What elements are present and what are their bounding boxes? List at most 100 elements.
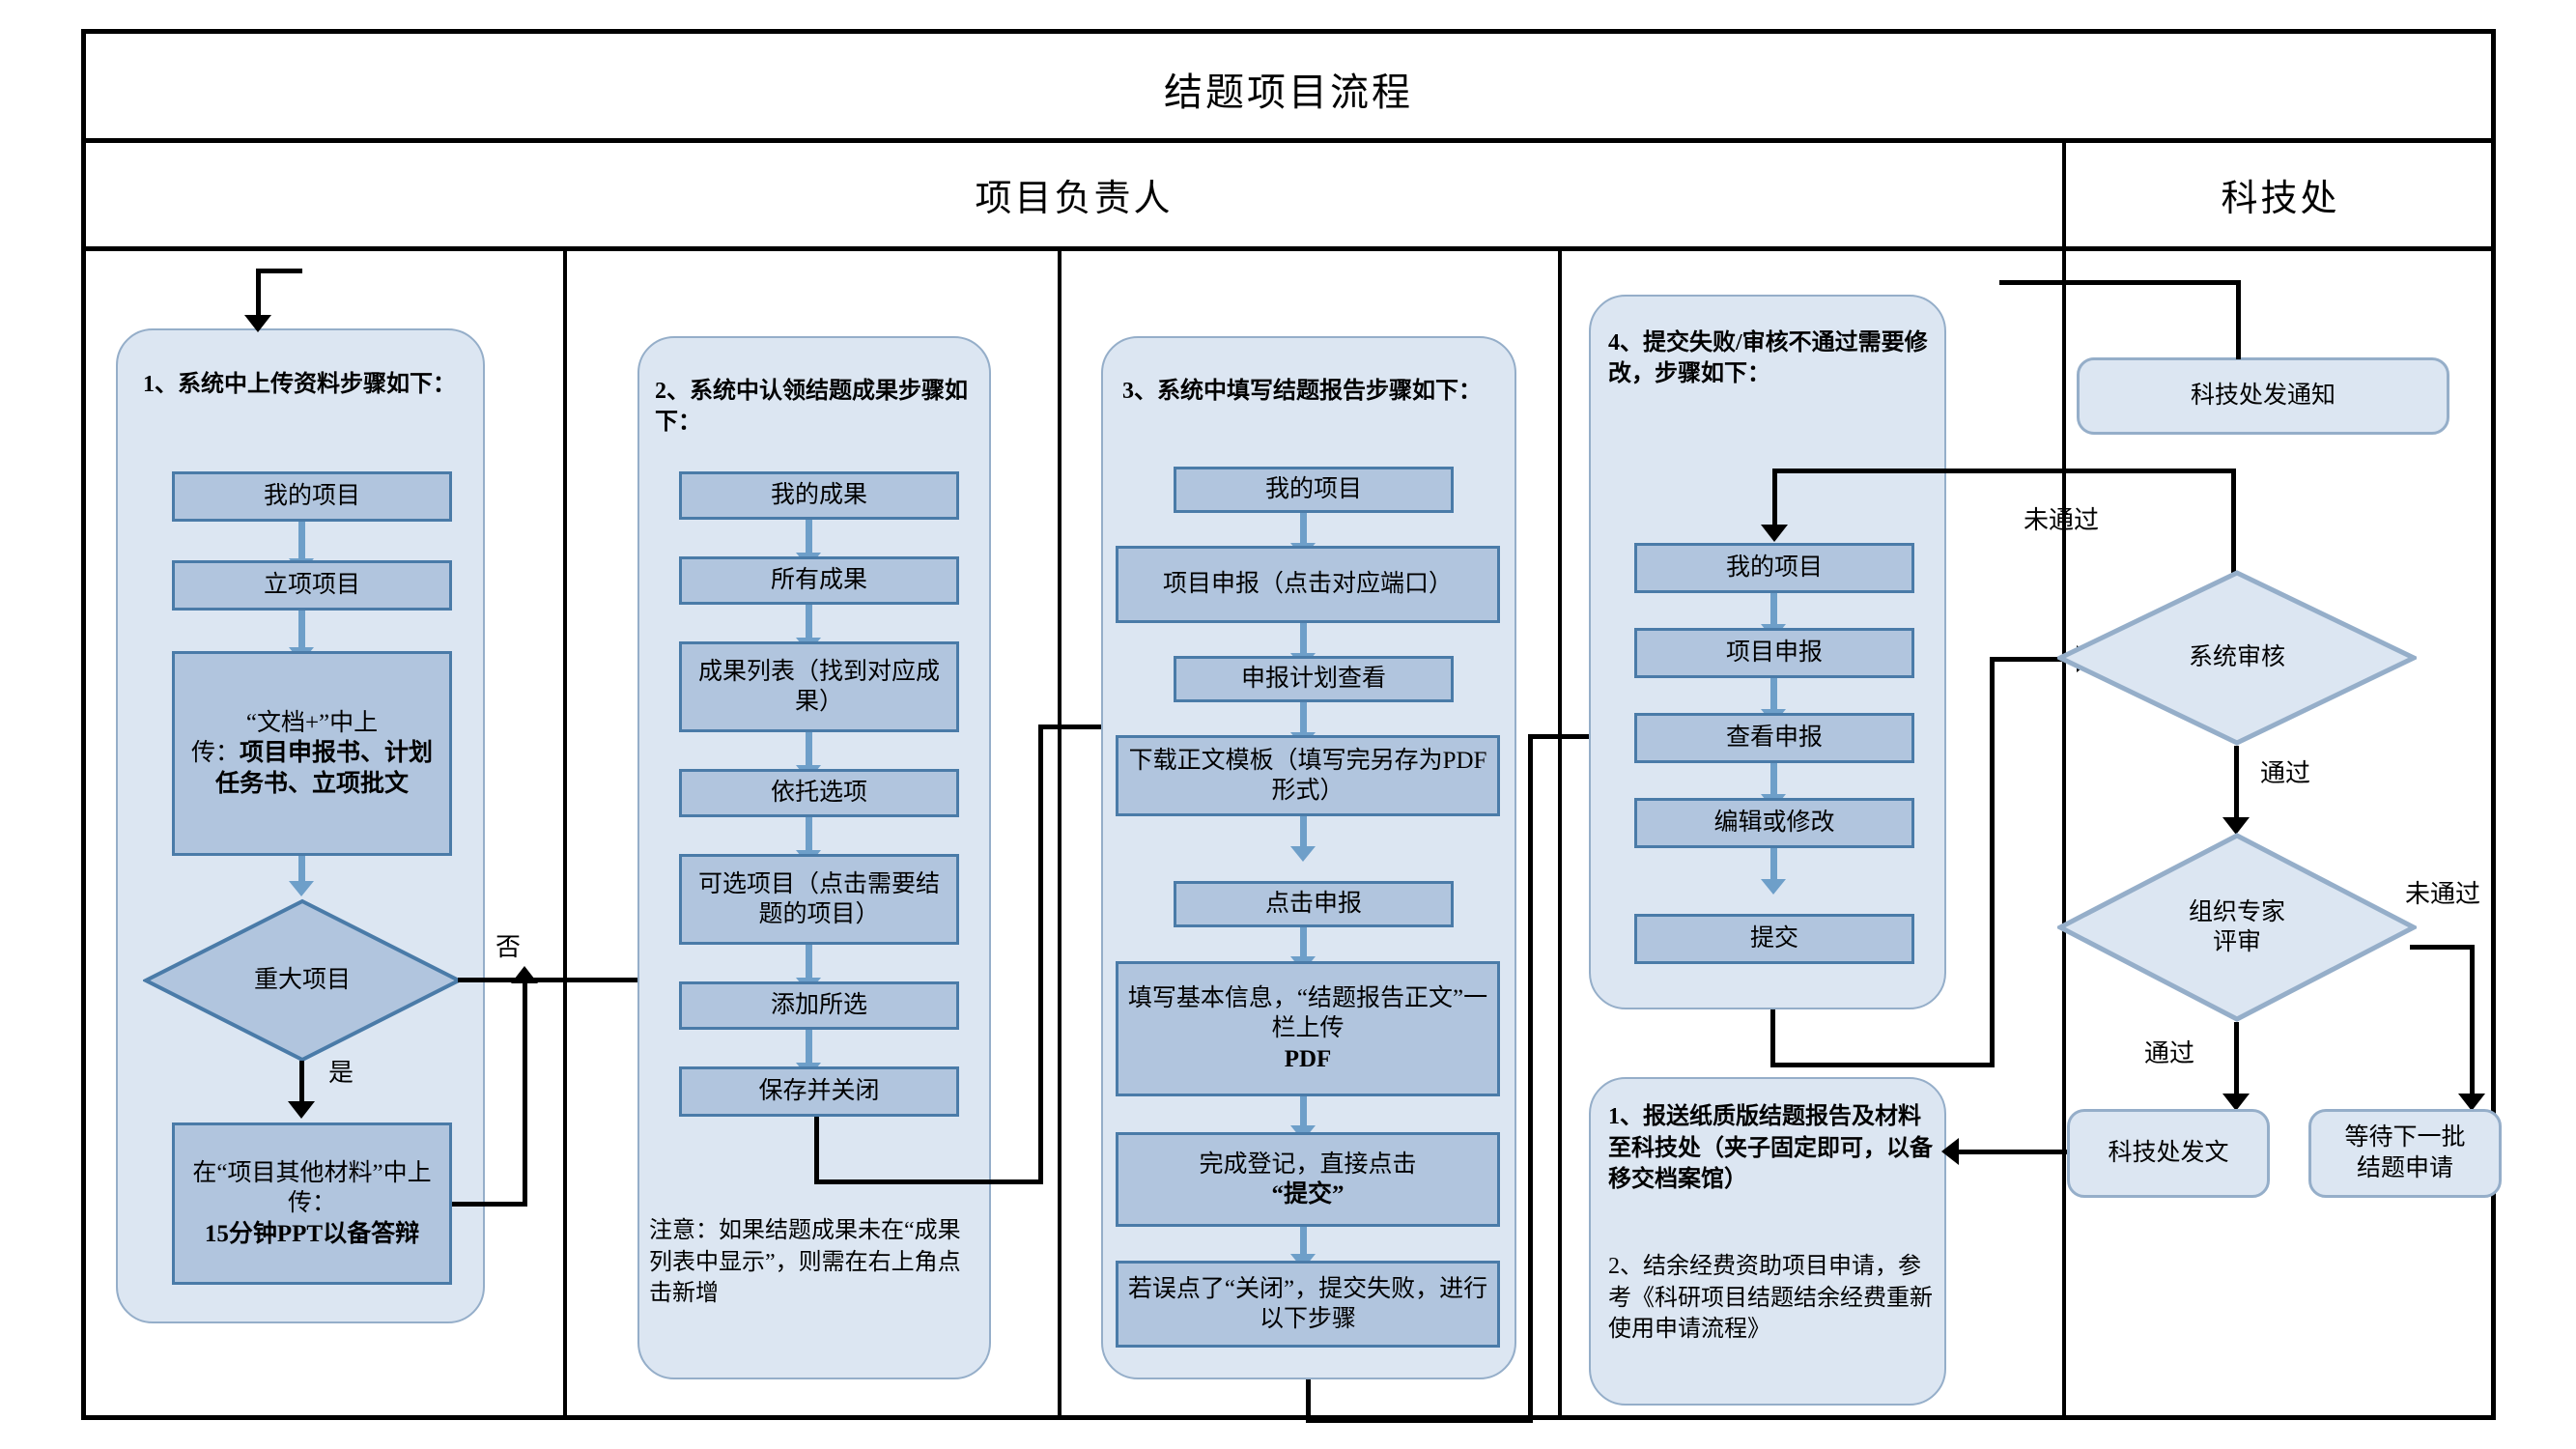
g3-done-box[interactable]: 完成登记，直接点击 “提交” [1116,1132,1500,1227]
g3-fill-bold: PDF [1284,1045,1332,1072]
g2-conn-2 [806,605,812,639]
g2-exit-h1 [814,1179,1043,1184]
g1-upload-plain2: 传： [190,740,240,767]
chart-title-text: 结题项目流程 [1164,70,1413,114]
g4-conn-4 [1770,848,1777,881]
g2-step-box-5[interactable]: 可选项目（点击需要结题的项目） [679,854,959,945]
g4-step-box-4[interactable]: 编辑或修改 [1634,798,1914,848]
notice-box[interactable]: 科技处发通知 [2077,357,2449,435]
g4-conn-2 [1770,678,1777,711]
g3-conn-5 [1300,927,1307,958]
g4-exit-h2 [1990,657,2081,662]
group-5-note-1: 1、报送纸质版结题报告及材料至科技处（夹子固定即可，以备移交档案馆） [1608,1104,1933,1193]
system-pass-arrow [2222,817,2250,835]
g3-exit-v [1306,1379,1311,1423]
g2-exit-v2 [1038,724,1043,1184]
g1-upload-plain: “文档+”中上 [245,710,379,737]
chart-title: 结题项目流程 [86,34,2491,143]
label-expert-pass: 通过 [2144,1039,2195,1067]
g1-final-bold: 15分钟PPT以备答辩 [204,1220,420,1247]
label-system-pass: 通过 [2260,759,2311,787]
g1-loop-h [452,1202,527,1207]
g4-exit-v [1770,1009,1775,1067]
g1-step-box-1[interactable]: 我的项目 [172,471,452,522]
wait-box-label-1: 等待下一批 [2344,1123,2466,1151]
g4-step-2-label: 项目申报 [1725,639,1823,667]
entry-line-h [256,269,302,273]
system-pass-v [2234,746,2239,823]
divider-col-3-4 [1558,246,1562,1415]
g2-step-box-3[interactable]: 成果列表（找到对应成果） [679,641,959,732]
g3-exit-h2 [1528,734,1611,739]
g4-step-box-1[interactable]: 我的项目 [1634,543,1914,593]
label-system-fail: 未通过 [2024,506,2100,534]
g1-no-label: 否 [495,933,522,961]
g4-conn-3 [1770,763,1777,796]
group-4-heading: 4、提交失败/审核不通过需要修改，步骤如下： [1608,330,1928,386]
entry-line-v [256,269,261,317]
g2-step-box-1[interactable]: 我的成果 [679,471,959,520]
g2-step-box-2[interactable]: 所有成果 [679,556,959,605]
g3-step-box-3[interactable]: 申报计划查看 [1174,656,1454,702]
divider-title-bottom [86,138,2491,143]
g1-step-box-2[interactable]: 立项项目 [172,560,452,611]
g3-arrow-4 [1290,846,1316,862]
expert-fail-arrow [2458,1094,2485,1111]
g1-yes-arrow [288,1101,315,1119]
g1-conn-1 [298,522,305,560]
g1-upload-box[interactable]: “文档+”中上 传：项目申报书、计划任务书、立项批文 [172,651,452,856]
g2-step-box-7[interactable]: 保存并关闭 [679,1066,959,1117]
g4-step-box-2[interactable]: 项目申报 [1634,628,1914,678]
g3-step-box-2[interactable]: 项目申报（点击对应端口） [1116,546,1500,623]
expert-fail-v [2470,945,2475,1099]
group-3-heading: 3、系统中填写结题报告步骤如下： [1122,379,1482,404]
g3-fill-box[interactable]: 填写基本信息，“结题报告正文”一栏上传 PDF [1116,961,1500,1096]
g1-decision-diamond[interactable]: 重大项目 [143,898,462,1063]
g2-step-3-label: 成果列表（找到对应成果） [697,658,940,715]
g3-conn-6 [1300,1096,1307,1127]
g3-exit-h [1306,1418,1533,1423]
system-review-diamond[interactable]: 系统审核 [2057,570,2417,746]
g1-step-2-label: 立项项目 [263,572,360,599]
g2-step-box-4[interactable]: 依托选项 [679,769,959,817]
g4-step-box-5[interactable]: 提交 [1634,914,1914,964]
g2-exit-h2 [1038,724,1135,729]
g3-exit-v2 [1528,734,1533,1422]
expert-review-diamond[interactable]: 组织专家 评审 [2057,833,2417,1022]
divider-header-bottom [86,246,2491,251]
g1-yes-line [299,1061,304,1109]
g1-yes-label: 是 [328,1059,354,1087]
expert-pass-v [2234,1022,2239,1099]
entry-arrowhead [244,315,271,332]
g3-fail-box[interactable]: 若误点了“关闭”，提交失败，进行以下步骤 [1116,1261,1500,1348]
g2-step-1-label: 我的成果 [770,482,867,509]
g3-step-box-5[interactable]: 点击申报 [1174,881,1454,927]
group-2-note: 注意：如果结题成果未在“成果列表中显示”，则需在右上角点击新增 [649,1218,961,1307]
g4-step-box-3[interactable]: 查看申报 [1634,713,1914,763]
g3-conn-3 [1300,702,1307,733]
publish-box[interactable]: 科技处发文 [2067,1109,2270,1198]
g3-fail-label: 若误点了“关闭”，提交失败，进行以下步骤 [1127,1275,1488,1332]
system-fail-h [1995,469,2236,473]
g1-final-box[interactable]: 在“项目其他材料”中上传： 15分钟PPT以备答辩 [172,1122,452,1285]
group-2-heading: 2、系统中认领结题成果步骤如下： [655,379,968,435]
g1-conn-2 [298,611,305,649]
wait-box[interactable]: 等待下一批 结题申请 [2308,1109,2502,1198]
g2-conn-1 [806,520,812,554]
g3-fill-plain: 填写基本信息，“结题报告正文”一栏上传 [1127,985,1488,1042]
label-expert-fail: 未通过 [2405,880,2481,908]
swimlane-frame: 结题项目流程 项目负责人 科技处 [81,29,2496,1420]
publish-to-note-line [1956,1150,2081,1154]
g3-step-box-4[interactable]: 下载正文模板（填写完另存为PDF形式） [1116,735,1500,816]
divider-lane-main [2062,138,2066,1415]
g2-step-box-6[interactable]: 添加所选 [679,981,959,1030]
g3-step-2-label: 项目申报（点击对应端口） [1162,571,1453,598]
g3-step-1-label: 我的项目 [1264,476,1362,503]
g2-step-4-label: 依托选项 [770,780,867,807]
g2-step-5-label: 可选项目（点击需要结题的项目） [697,870,940,927]
g4-step-5-label: 提交 [1749,925,1798,952]
divider-col-2-3 [1058,246,1062,1415]
g4-arrow-4 [1761,879,1786,895]
g2-conn-5 [806,945,812,980]
g3-step-box-1[interactable]: 我的项目 [1174,467,1454,513]
